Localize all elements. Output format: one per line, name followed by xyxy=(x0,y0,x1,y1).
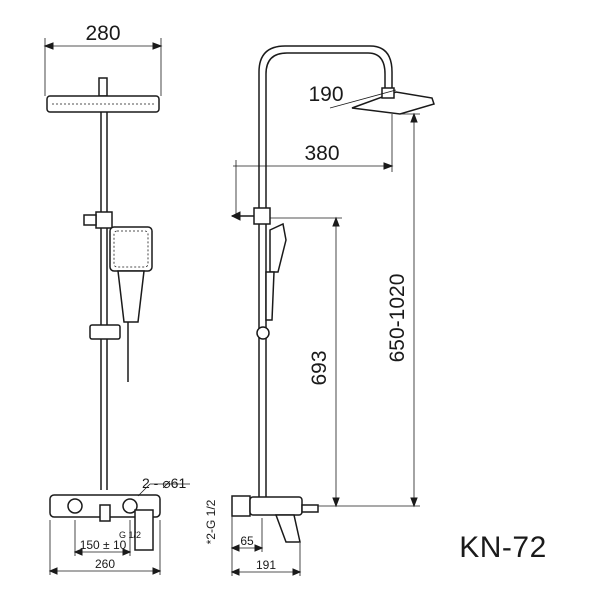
model-name: KN-72 xyxy=(459,531,547,564)
arrow xyxy=(43,42,54,50)
head-swivel xyxy=(381,87,395,99)
slider-knob-side xyxy=(256,326,270,340)
arrow xyxy=(332,497,340,508)
leader-line xyxy=(137,483,151,497)
hand-shower-nozzles xyxy=(113,230,149,268)
dim-head-width: 280 xyxy=(85,22,120,45)
hand-shower-handle xyxy=(117,270,145,323)
arrow xyxy=(73,548,83,556)
dim-center-distance: 150 ± 10 xyxy=(80,538,127,552)
head-connector xyxy=(98,77,108,97)
diverter-body xyxy=(95,211,113,229)
arrow xyxy=(332,216,340,227)
dim-depth-total: 191 xyxy=(256,558,276,572)
lever-side xyxy=(274,514,301,543)
arrow xyxy=(410,112,418,123)
dim-head-size: 190 xyxy=(308,83,343,106)
arrow xyxy=(122,548,132,556)
arrow xyxy=(410,497,418,508)
dim-inlet-diameter: 2 - ⌀61 xyxy=(142,475,186,491)
dim-adjust-range: 650-1020 xyxy=(386,274,409,363)
inlet-left xyxy=(67,498,83,514)
inlet-right xyxy=(122,498,138,514)
hand-shower-head xyxy=(109,226,153,272)
mixer-side xyxy=(249,496,303,516)
dim-bar-height: 693 xyxy=(308,350,331,385)
dim-line-190 xyxy=(329,89,397,109)
diverter-knob xyxy=(83,214,97,226)
arrow xyxy=(152,567,162,575)
dim-wall-thread: *2-G 1/2 xyxy=(204,499,218,544)
lever-handle xyxy=(134,509,154,551)
slider-holder xyxy=(89,324,121,340)
riser-arm-inner xyxy=(265,52,386,500)
arrow xyxy=(383,162,394,170)
arrow xyxy=(254,544,264,552)
diverter-tip xyxy=(230,211,241,221)
hand-shower-handle-side xyxy=(265,271,275,321)
spout xyxy=(99,504,111,522)
arrow xyxy=(152,42,163,50)
wall-plate xyxy=(231,495,251,517)
arrow xyxy=(230,544,240,552)
front-view: 280 2 - ⌀61 G 1/2 xyxy=(43,22,190,575)
spout-side xyxy=(301,504,319,513)
shower-head-front xyxy=(46,95,160,113)
side-view: 190 380 693 650-1020 xyxy=(204,45,435,576)
hand-shower-side xyxy=(269,222,287,273)
arrow xyxy=(48,567,58,575)
dim-depth-small: 65 xyxy=(240,534,254,548)
arrow xyxy=(230,568,240,576)
diverter-side xyxy=(253,207,271,225)
dim-bottom-width: 260 xyxy=(95,557,115,571)
dim-arm-reach: 380 xyxy=(304,142,339,165)
arrow xyxy=(292,568,302,576)
riser-arm-outer xyxy=(258,45,393,500)
